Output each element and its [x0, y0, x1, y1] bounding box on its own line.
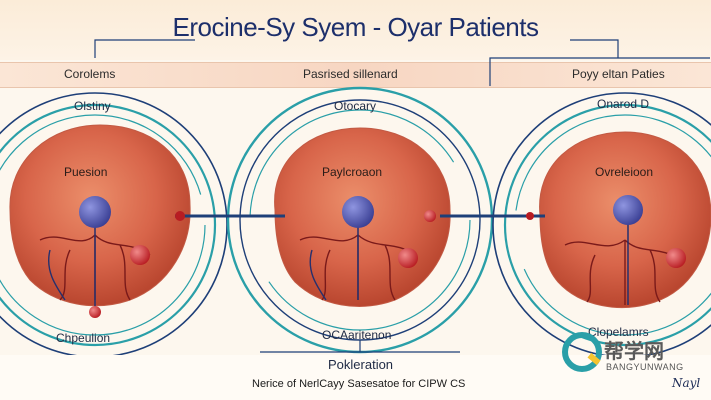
bottom-label-right: Clopelamrs — [588, 325, 649, 339]
header-background — [0, 0, 711, 60]
column-header-band — [0, 62, 711, 88]
column-header-center: Pasrised sillenard — [303, 67, 398, 81]
header-connectors — [94, 39, 710, 86]
center-label-center: Paylcroaon — [322, 165, 383, 179]
ring-label-center: Otocary — [334, 99, 377, 113]
watermark-glyphs: 帮学网 — [604, 339, 664, 363]
node-center — [342, 196, 436, 300]
node-right — [613, 195, 686, 305]
column-header-right: Poyy eltan Paties — [572, 67, 665, 81]
footer-center-label: Pokleration — [328, 357, 394, 372]
bottom-label-left: Chpeulion — [56, 331, 111, 345]
column-connectors — [175, 211, 545, 221]
ring-label-right: Onarod D — [597, 97, 650, 111]
bottom-label-center: OCAaritenon — [322, 328, 392, 342]
footer-note: Nerice of NerlCayy Sasesatoe for CIPW CS — [252, 378, 466, 390]
center-label-left: Puesion — [64, 165, 108, 179]
signature: Nayl — [672, 376, 701, 390]
column-header-left: Corolems — [64, 67, 116, 81]
center-label-right: Ovreleioon — [595, 165, 654, 179]
watermark-logo: 帮学网 — [562, 332, 664, 372]
watermark-text: BANGYUNWANG — [606, 362, 684, 372]
page-title: Erocine-Sy Syem - Oyar Patients — [172, 12, 539, 42]
footer-connector — [260, 340, 460, 353]
ring-label-left: Olstiny — [74, 99, 111, 113]
node-left — [79, 196, 150, 318]
